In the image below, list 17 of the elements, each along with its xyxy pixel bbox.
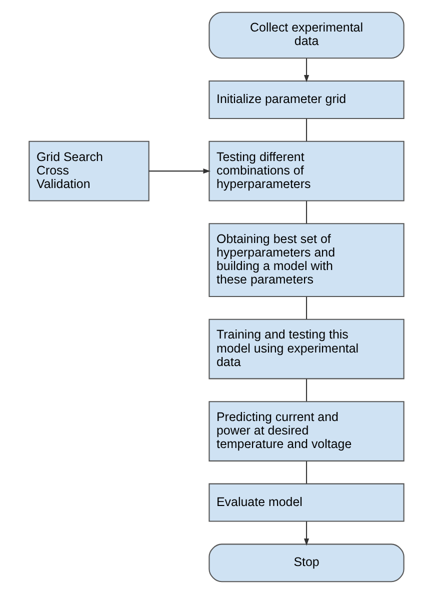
node-box: Grid Search Cross Validation [28,140,149,202]
node-box: Initialize parameter grid [208,80,404,120]
connector [306,461,307,484]
connector [306,118,307,142]
node-box: Collect experimental data [208,12,404,59]
connector [306,296,307,320]
arrow [303,521,309,546]
arrow [148,168,210,174]
node-box: Training and testing this model using experimental data [208,318,404,380]
node-box: Predicting current and power at desired temperature and voltage [208,401,404,462]
node-box: Stop [208,544,404,582]
node-box: Testing different combinations of hyperparameters [208,140,404,202]
connector [306,379,307,402]
node-box: Evaluate model [208,483,404,522]
node-box: Obtaining best set of hyperparameters and building a model with these parameters [208,223,404,297]
arrow [303,58,309,82]
connector [306,201,307,224]
